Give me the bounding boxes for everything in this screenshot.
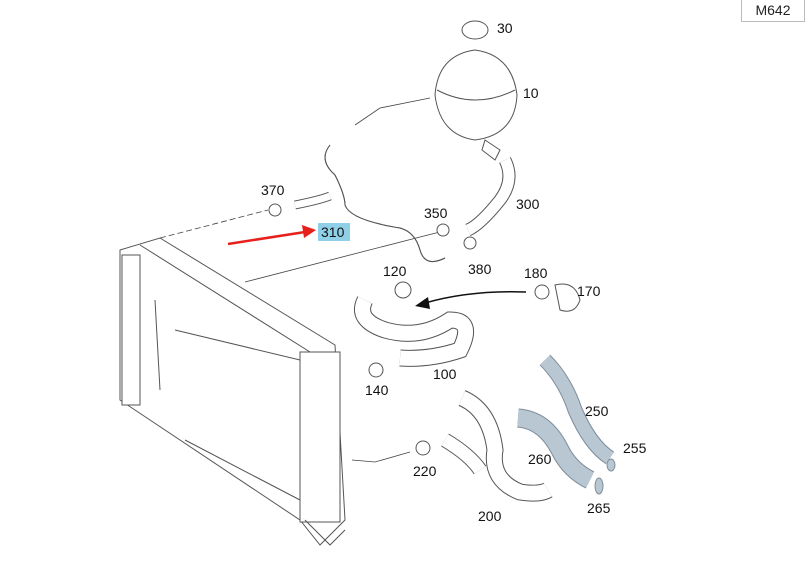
- part-label-260[interactable]: 260: [528, 451, 552, 467]
- part-label-30[interactable]: 30: [497, 20, 513, 36]
- part-label-170[interactable]: 170: [577, 283, 601, 299]
- part-label-255[interactable]: 255: [623, 440, 647, 456]
- hose-310: [324, 144, 446, 263]
- part-label-300[interactable]: 300: [516, 196, 540, 212]
- part-label-180[interactable]: 180: [524, 265, 548, 281]
- part-label-10[interactable]: 10: [523, 85, 539, 101]
- callout-arrow: [415, 291, 527, 309]
- highlight-pointer-arrow: [227, 225, 316, 246]
- part-label-220[interactable]: 220: [413, 463, 437, 479]
- part-label-100[interactable]: 100: [433, 366, 457, 382]
- part-label-200[interactable]: 200: [478, 508, 502, 524]
- part-label-265[interactable]: 265: [587, 500, 611, 516]
- part-label-120[interactable]: 120: [383, 263, 407, 279]
- part-label-370[interactable]: 370: [261, 182, 285, 198]
- part-label-350[interactable]: 350: [424, 205, 448, 221]
- part-label-140[interactable]: 140: [365, 382, 389, 398]
- part-label-310[interactable]: 310: [321, 224, 345, 240]
- model-code-box: M642: [741, 0, 805, 22]
- expansion-tank: [434, 20, 518, 161]
- radiator: [119, 237, 346, 546]
- part-label-250[interactable]: 250: [585, 403, 609, 419]
- part-310-highlight: [318, 223, 350, 241]
- part-label-380[interactable]: 380: [468, 261, 492, 277]
